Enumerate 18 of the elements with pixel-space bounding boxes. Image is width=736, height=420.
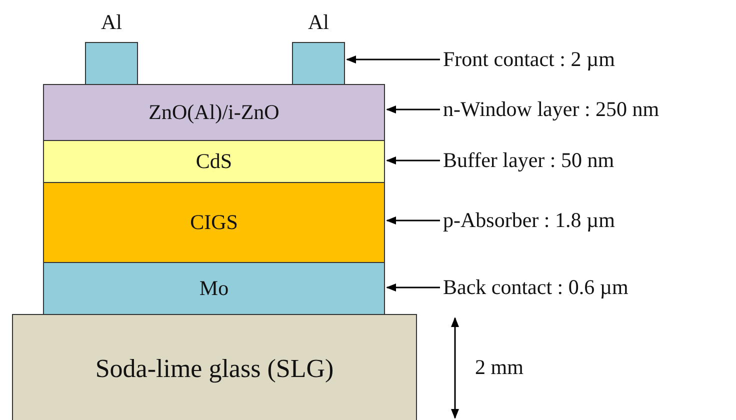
window-layer: ZnO(Al)/i-ZnO	[43, 84, 385, 141]
absorber-layer: CIGS	[43, 182, 385, 263]
layer-annotation: Back contact : 0.6 µm	[443, 275, 628, 300]
buffer-layer: CdS	[43, 140, 385, 183]
leader-arrow	[386, 106, 440, 114]
layer-annotation: p-Absorber : 1.8 µm	[443, 208, 615, 233]
layer-annotation: Buffer layer : 50 nm	[443, 148, 614, 173]
leader-arrow	[386, 216, 440, 224]
leader-arrow	[386, 284, 440, 292]
glass-substrate: Soda-lime glass (SLG)	[12, 314, 417, 420]
back-contact-layer: Mo	[43, 262, 385, 315]
leader-arrow	[386, 156, 440, 164]
layer-annotation: Front contact : 2 µm	[443, 47, 615, 72]
thickness-label: 2 mm	[475, 355, 524, 380]
contact-label: Al	[307, 10, 330, 35]
layer-annotation: n-Window layer : 250 nm	[443, 97, 660, 122]
contact-label: Al	[100, 10, 123, 35]
leader-arrow	[346, 56, 440, 64]
